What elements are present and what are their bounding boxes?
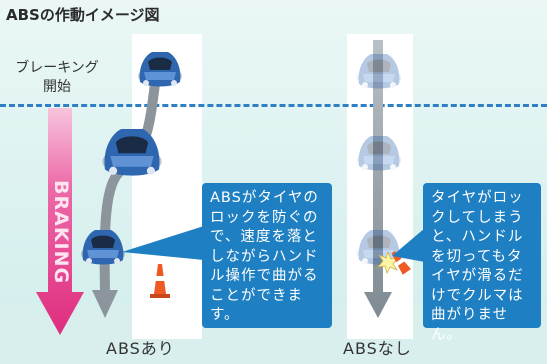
knocked-cone-icon	[391, 251, 411, 275]
callout-pointer-without-abs	[392, 228, 425, 262]
callout-with-abs: ABSがタイヤのロックを防ぐので、速度を落としながらハンドル操作で曲がることがで…	[202, 183, 332, 328]
braking-start-label: ブレーキング 開始	[4, 59, 110, 97]
lane-label-without-abs: ABSなし	[343, 339, 412, 358]
faded-car-icon	[357, 136, 401, 171]
straight-path-arrow-icon	[364, 40, 392, 318]
car-icon	[138, 52, 182, 87]
braking-start-line	[0, 104, 547, 107]
lane-label-with-abs: ABSあり	[106, 339, 175, 358]
callout-without-abs: タイヤがロックしてしまうと、ハンドルを切ってもタイヤが滑るだけでクルマは曲がりま…	[423, 183, 541, 343]
traffic-cone-icon	[150, 264, 170, 298]
braking-start-text: ブレーキング 開始	[15, 60, 99, 95]
braking-arrow-label: BRAKING	[50, 180, 72, 285]
curved-path-arrowhead-icon	[92, 290, 118, 318]
callout-pointer-with-abs	[122, 226, 204, 260]
braking-arrow-icon	[36, 108, 84, 335]
car-icon	[102, 129, 162, 176]
diagram-title: ABSの作動イメージ図	[6, 6, 160, 24]
faded-car-icon	[357, 54, 401, 89]
car-icon	[81, 230, 125, 265]
